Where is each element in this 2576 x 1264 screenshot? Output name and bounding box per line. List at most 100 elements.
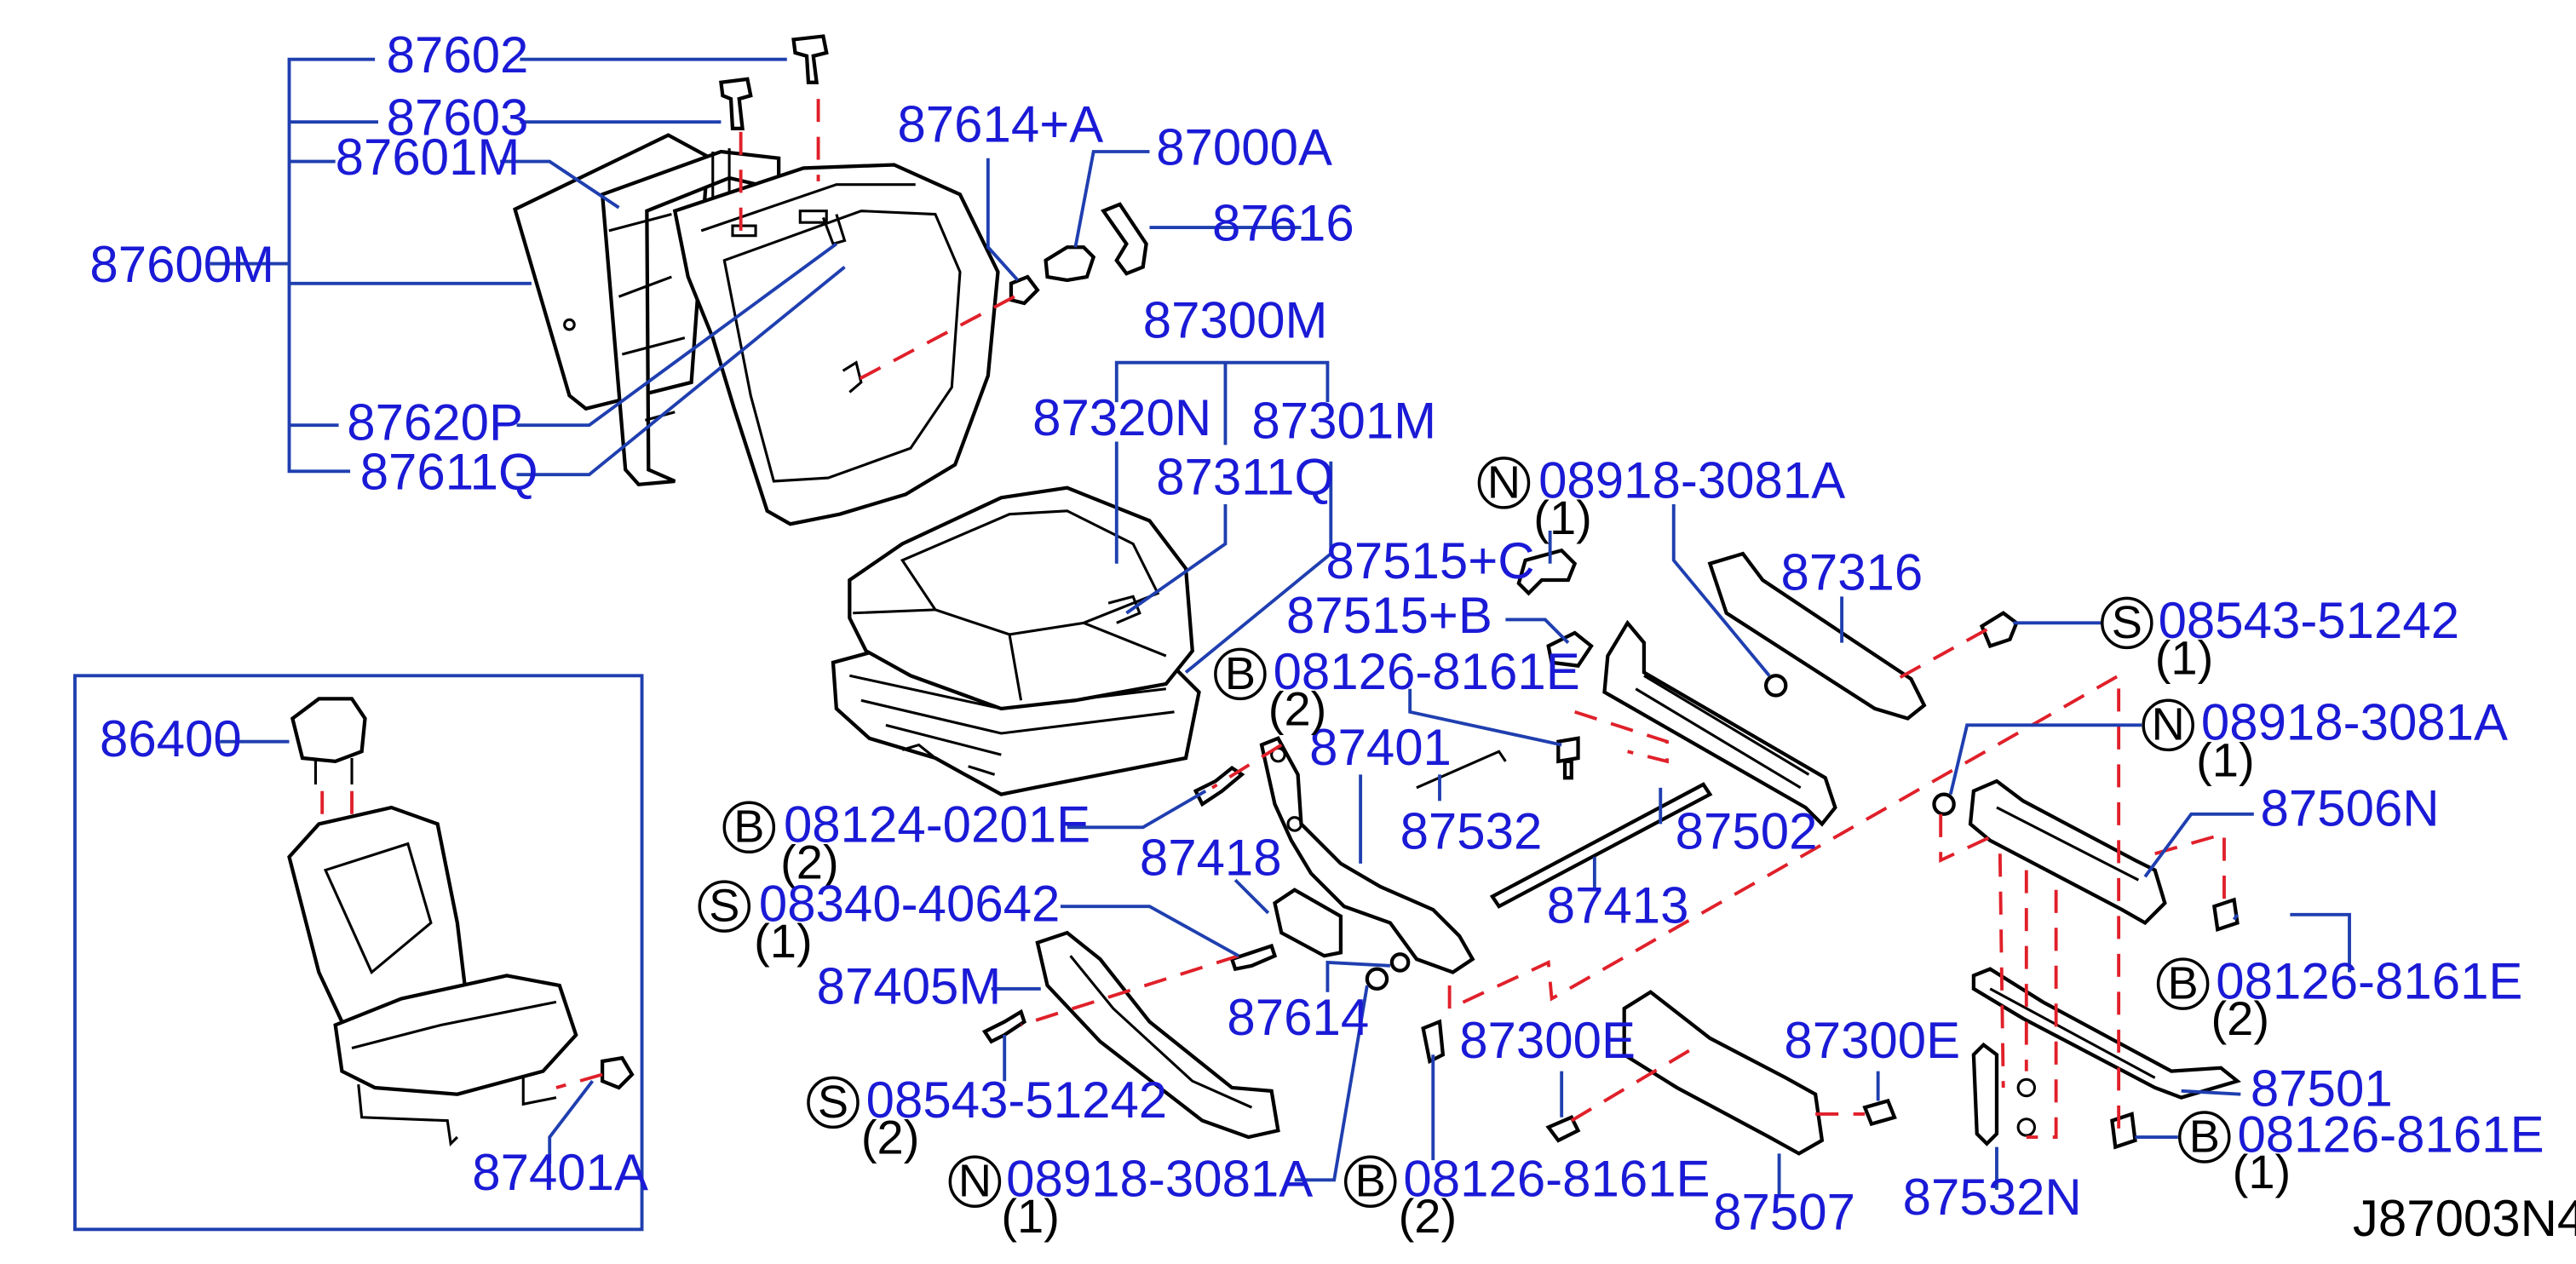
fastener-callout: N 08918-3081A (1) [948,1151,1313,1243]
bolt-08543-right [1979,611,2019,649]
fastener-code: 08918-3081A [1538,451,1845,508]
bolt-08126-right-lower [2110,1112,2137,1150]
bracket-87401 [1259,736,1475,974]
fastener-callout: S 08340-40642 (1) [698,876,1061,968]
fastener-code: 08126-8161E [2216,952,2522,1009]
seat-overview-cushion [333,974,578,1096]
fastener-code: 08340-40642 [759,876,1061,933]
clip-87614A [1009,274,1040,306]
label-87401: 87401 [1309,719,1452,776]
fastener-qty: (1) [2155,630,2214,684]
fastener-prefix: B [2168,957,2199,1008]
fastener-badge [1214,647,1267,701]
fastener-callout: N 08918-3081A (1) [2142,694,2508,786]
fastener-qty: (1) [1533,491,1592,544]
cover-87405M [1035,930,1280,1140]
headrest-guide-87602 [791,34,829,84]
fastener-badge [807,1076,860,1129]
label-87311Q: 87311Q [1156,448,1334,505]
bracket-87316 [1707,551,1927,721]
fastener-qty: (2) [861,1110,920,1163]
label-87000A: 87000A [1156,118,1332,175]
fastener-qty: (2) [1399,1189,1458,1243]
inset-frame [73,674,644,1232]
label-87614A: 87614+A [897,95,1103,152]
label-87616: 87616 [1212,194,1354,251]
label-87532: 87532 [1400,802,1543,859]
nut-08918-lower [1365,967,1389,991]
wire-87532N [1971,1042,1999,1146]
fastener-code: 08543-51242 [866,1072,1168,1129]
fastener-qty: (1) [2233,1145,2291,1198]
fastener-prefix: N [2152,699,2185,750]
label-87602: 87602 [387,26,529,83]
seat-back-assembly [513,34,1000,526]
leader-lines [210,57,2351,1197]
fastener-code: 08124-0201E [784,796,1090,853]
clip-87515B [1546,630,1594,668]
label-87401A: 87401A [472,1144,648,1201]
label-87316: 87316 [1781,544,1923,601]
seat-back-frame [600,149,781,487]
label-87532N: 87532N [1903,1169,2082,1226]
fastener-badge [2156,957,2210,1010]
fastener-qty: (2) [780,835,839,888]
label-87300E-right: 87300E [1784,1012,1960,1069]
fastener-prefix: B [2189,1111,2220,1162]
label-87301M: 87301M [1251,393,1436,450]
label-87320N: 87320N [1032,389,1211,446]
fastener-callout: S 08543-51242 (2) [807,1072,1168,1163]
bolt-08126-upper [1556,736,1580,780]
wire-87532 [1416,750,1507,790]
label-87603: 87603 [387,89,529,147]
label-86400: 86400 [100,710,242,767]
fastener-prefix: B [1355,1156,1386,1207]
fastener-badge [722,801,776,854]
knob-87401A [600,1055,635,1090]
label-87620P: 87620P [347,394,523,451]
label-87418: 87418 [1140,829,1282,886]
label-87600M: 87600M [89,236,274,293]
label-87515C: 87515+C [1326,532,1535,589]
headrest-guide-87603 [719,77,753,131]
label-87506N: 87506N [2261,779,2440,836]
fastener-code: 08126-8161E [2237,1106,2544,1163]
label-87413: 87413 [1547,876,1689,934]
fastener-prefix: N [958,1156,992,1207]
fastener-badge [2101,596,2153,650]
fastener-prefix: S [709,881,739,932]
label-87300E-left: 87300E [1459,1012,1636,1069]
fastener-qty: (1) [754,914,813,968]
screw-08340 [1229,943,1278,972]
seat-overview-inset [73,674,644,1232]
nut-08918-upper [1763,674,1788,698]
knob-87000A [1044,245,1096,283]
seat-overview-back [287,805,469,1034]
assembly-guide-lines [739,99,2226,1139]
fastener-code: 08126-8161E [1403,1151,1710,1208]
fastener-code: 08126-8161E [1274,643,1580,700]
headrest-86400 [290,697,367,764]
fastener-code: 08918-3081A [1006,1151,1313,1208]
fastener-qty: (1) [1001,1189,1060,1243]
cover-87507 [1622,990,1825,1156]
label-87515B: 87515+B [1286,587,1492,644]
fastener-prefix: B [733,801,764,853]
bracket-87506N [1968,779,2167,926]
fastener-callout: B 08126-8161E (2) [2156,952,2522,1045]
bracket-87418 [1273,888,1343,958]
part-labels: 87600M 87602 87603 87601M 87620P 87611Q … [89,26,2576,1247]
fastener-qty: (2) [1268,681,1327,735]
bolt-08543-left [981,1008,1026,1044]
clip-87515C [1516,548,1578,596]
pin-87300E-right [1862,1098,1897,1127]
bolt-08126-lower [1421,1019,1446,1065]
pin-87300E-left [1545,1115,1581,1143]
fastener-qty: (1) [2196,733,2255,786]
fastener-callout: B 08126-8161E (2) [1343,1151,1711,1243]
seat-cushion-assembly [831,485,1201,796]
fastener-badge [1477,457,1531,509]
label-87601M: 87601M [336,129,520,186]
fastener-prefix: N [1487,457,1521,508]
